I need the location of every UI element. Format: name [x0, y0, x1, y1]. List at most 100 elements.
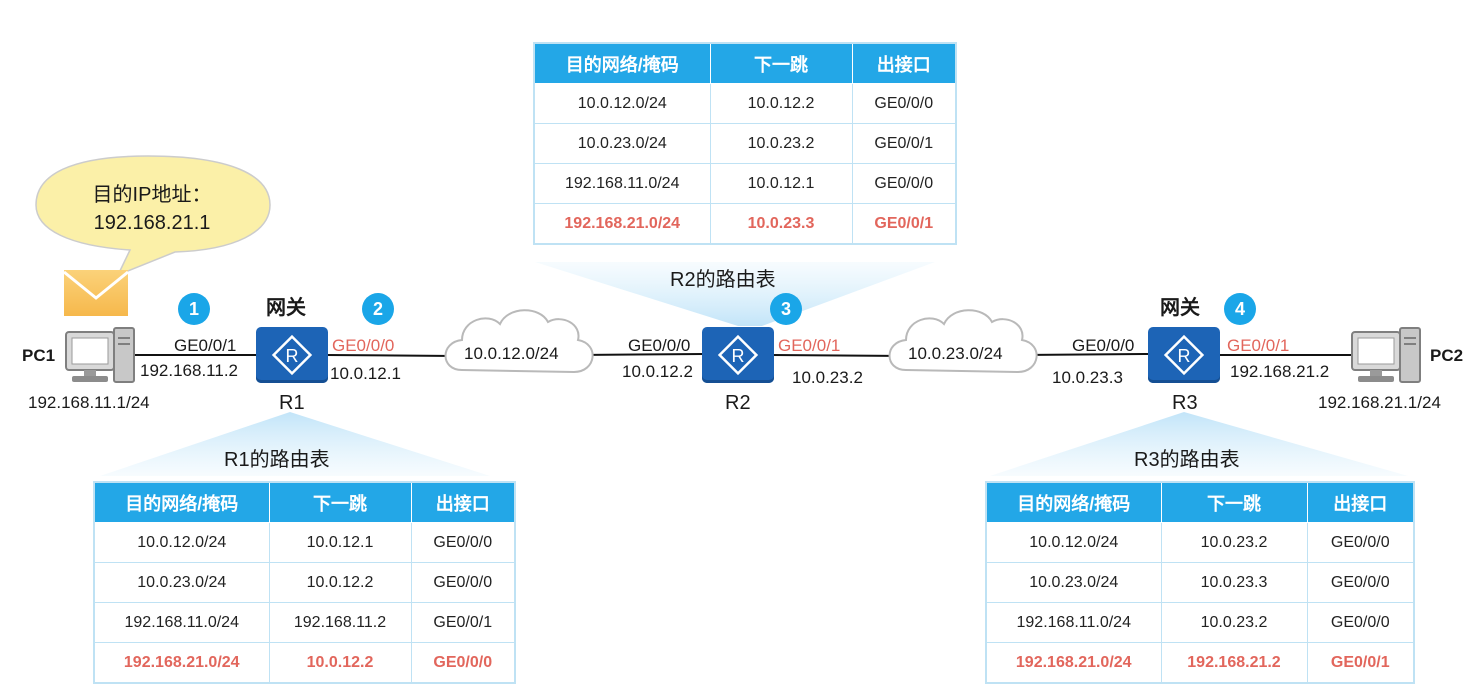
link-cloud1-r2 [576, 353, 705, 356]
r1-ip-right: 10.0.12.1 [330, 364, 401, 383]
cell-next-hop: 10.0.12.2 [709, 83, 853, 124]
col-header-destination: 目的网络/掩码 [533, 42, 711, 84]
cell-next-hop: 10.0.23.2 [709, 123, 853, 164]
svg-text:R: R [732, 346, 745, 366]
r2-ip-right: 10.0.23.2 [792, 368, 863, 387]
col-header-next-hop: 下一跳 [709, 42, 853, 84]
r3-if-left: GE0/0/0 [1072, 336, 1135, 355]
link-cloud2-r3 [1020, 353, 1151, 356]
step-badge-2: 2 [362, 293, 394, 325]
cell-destination: 10.0.12.0/24 [533, 83, 711, 124]
r2-table-title: R2的路由表 [670, 269, 776, 291]
cell-interface: GE0/0/0 [851, 163, 957, 204]
cell-destination: 192.168.21.0/24 [533, 203, 711, 245]
svg-text:R: R [286, 346, 299, 366]
pc2-name: PC2 [1430, 346, 1464, 365]
cell-destination: 10.0.23.0/24 [533, 123, 711, 164]
cloud-1 [444, 309, 594, 374]
col-header-interface: 出接口 [410, 481, 516, 523]
cell-interface: GE0/0/0 [851, 83, 957, 124]
cell-next-hop: 192.168.11.2 [268, 602, 412, 643]
cloud-2 [888, 309, 1038, 374]
cell-interface: GE0/0/0 [410, 642, 516, 684]
cell-destination: 10.0.23.0/24 [985, 562, 1162, 603]
r2-if-left: GE0/0/0 [628, 336, 691, 355]
col-header-next-hop: 下一跳 [1160, 481, 1308, 523]
col-header-next-hop: 下一跳 [268, 481, 412, 523]
step-badge-4: 4 [1224, 293, 1256, 325]
cloud-1-network: 10.0.12.0/24 [464, 344, 559, 363]
destination-ip-label: 目的IP地址： [92, 184, 212, 206]
r1-name: R1 [279, 392, 305, 414]
col-header-destination: 目的网络/掩码 [985, 481, 1162, 523]
svg-text:R: R [1178, 346, 1191, 366]
cell-next-hop: 192.168.21.2 [1160, 642, 1308, 684]
cell-next-hop: 10.0.23.2 [1160, 522, 1308, 563]
r1-ip-left: 192.168.11.2 [140, 361, 238, 380]
cell-interface: GE0/0/0 [1306, 562, 1415, 603]
cell-interface: GE0/0/1 [851, 123, 957, 164]
cell-next-hop: 10.0.12.1 [268, 522, 412, 563]
r2-table-beam [535, 262, 935, 326]
pc1-computer-icon [65, 327, 135, 383]
cell-interface: GE0/0/0 [1306, 602, 1415, 643]
cell-interface: GE0/0/1 [851, 203, 957, 245]
pc1-name: PC1 [22, 346, 56, 365]
r3-table-beam [990, 412, 1408, 476]
router-r3-icon: R [1148, 327, 1220, 383]
r2-ip-left: 10.0.12.2 [622, 362, 693, 381]
cell-destination: 192.168.11.0/24 [985, 602, 1162, 643]
r2-name: R2 [725, 392, 751, 414]
cell-interface: GE0/0/1 [410, 602, 516, 643]
cell-next-hop: 10.0.23.3 [1160, 562, 1308, 603]
cell-destination: 10.0.12.0/24 [93, 522, 270, 563]
r1-if-left: GE0/0/1 [174, 336, 237, 355]
r3-table-title: R3的路由表 [1134, 449, 1240, 471]
cell-destination: 10.0.23.0/24 [93, 562, 270, 603]
pc2-computer-icon [1351, 327, 1421, 383]
r3-ip-right: 192.168.21.2 [1230, 362, 1330, 381]
cloud-2-network: 10.0.23.0/24 [908, 344, 1003, 363]
r3-if-right: GE0/0/1 [1227, 336, 1290, 355]
r1-if-right: GE0/0/0 [332, 336, 395, 355]
r1-table-beam [100, 412, 490, 476]
cell-interface: GE0/0/0 [410, 562, 516, 603]
col-header-interface: 出接口 [1306, 481, 1415, 523]
gateway-label-r1: 网关 [266, 297, 306, 319]
cell-next-hop: 10.0.12.2 [268, 642, 412, 684]
r1-table-title: R1的路由表 [224, 449, 330, 471]
envelope-icon [63, 270, 129, 316]
cell-interface: GE0/0/1 [1306, 642, 1415, 684]
link-r2-cloud2 [771, 354, 901, 357]
gateway-label-r3: 网关 [1160, 297, 1200, 319]
cell-next-hop: 10.0.23.3 [709, 203, 853, 245]
r2-if-right: GE0/0/1 [778, 336, 841, 355]
r3-ip-left: 10.0.23.3 [1052, 368, 1123, 387]
step-badge-1: 1 [178, 293, 210, 325]
cell-destination: 192.168.21.0/24 [985, 642, 1162, 684]
r3-name: R3 [1172, 392, 1198, 414]
cell-next-hop: 10.0.23.2 [1160, 602, 1308, 643]
cell-interface: GE0/0/0 [410, 522, 516, 563]
pc2-ip: 192.168.21.1/24 [1318, 393, 1441, 412]
cell-next-hop: 10.0.12.2 [268, 562, 412, 603]
step-badge-3: 3 [770, 293, 802, 325]
cell-destination: 192.168.11.0/24 [533, 163, 711, 204]
cell-destination: 10.0.12.0/24 [985, 522, 1162, 563]
cell-next-hop: 10.0.12.1 [709, 163, 853, 204]
